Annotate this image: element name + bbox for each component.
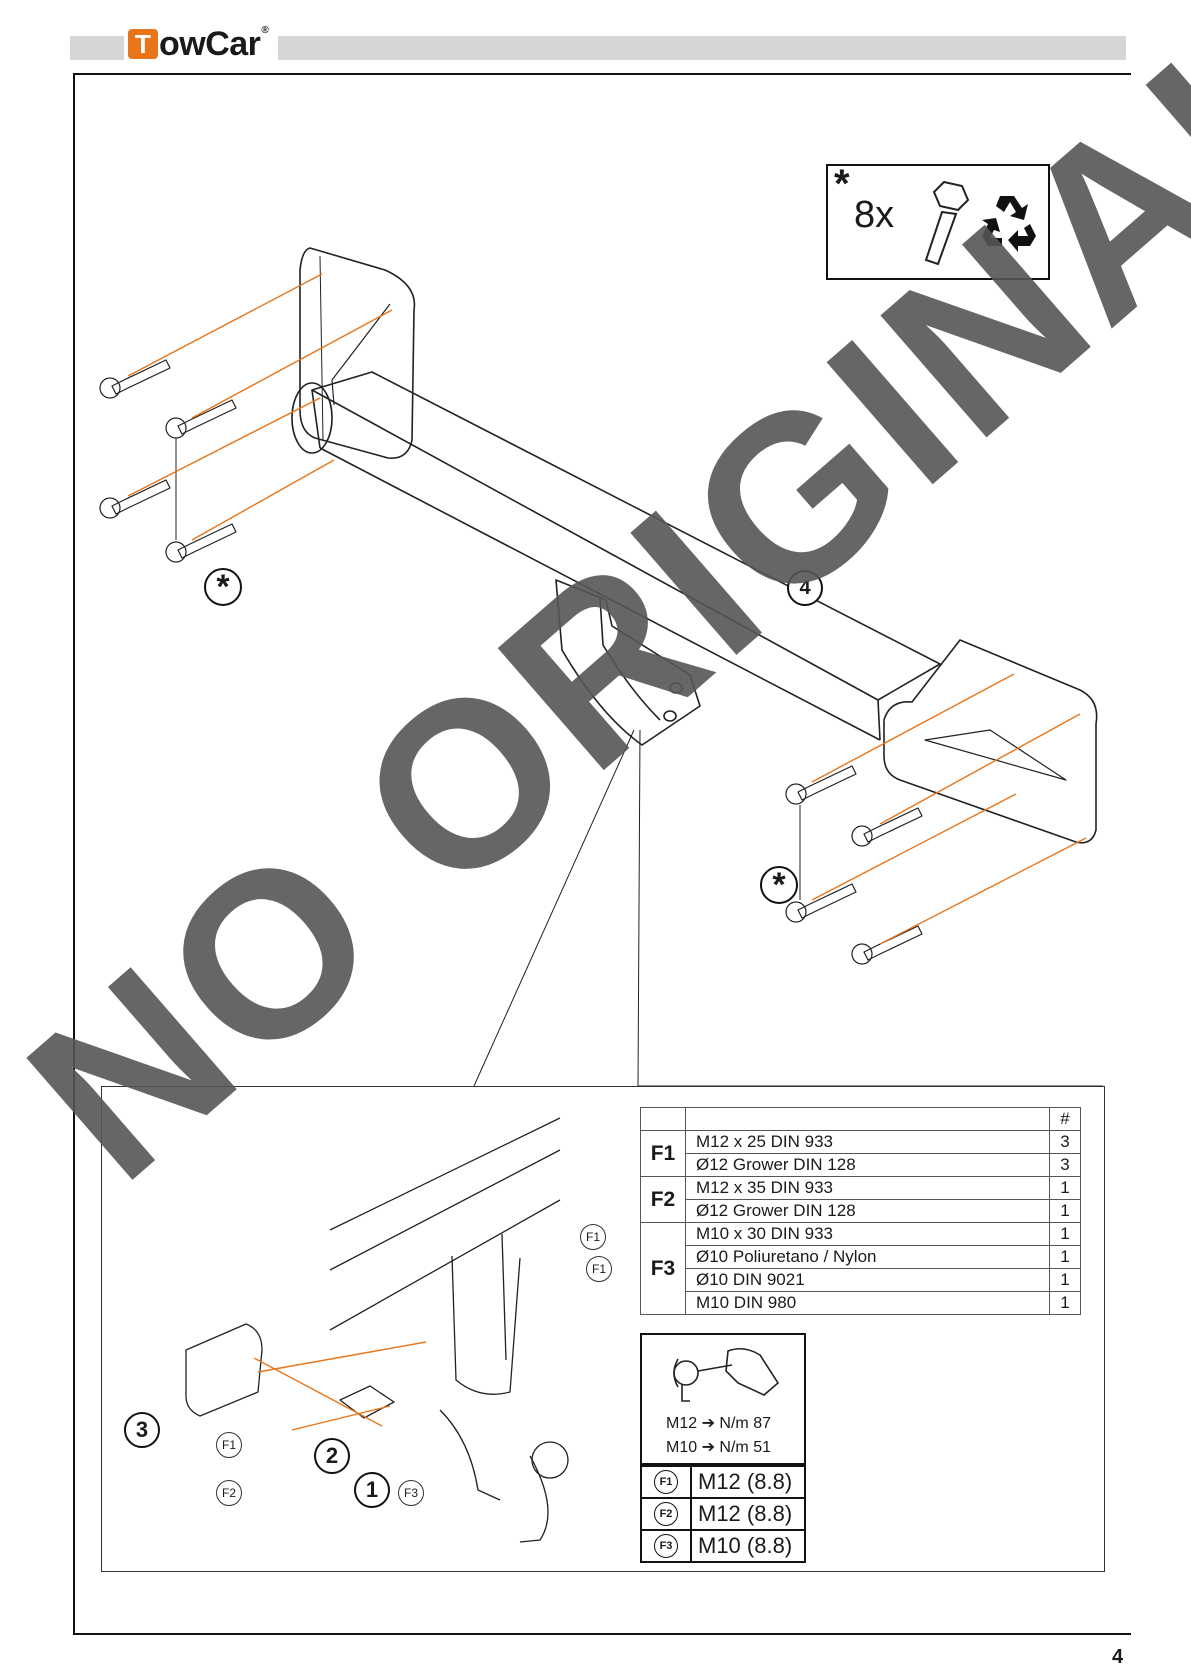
group-f1: F1: [640, 1130, 686, 1177]
bolt-icon: [924, 180, 970, 266]
brand-logo: T owCar®: [124, 22, 279, 66]
grade-row-f3: F3 M10 (8.8): [642, 1529, 804, 1561]
right-bolts: [785, 765, 923, 965]
part-4-callout: 4: [787, 570, 823, 606]
fastener-f3-label: F3: [398, 1480, 424, 1506]
table-row: Ø10 DIN 9021 1: [641, 1268, 1081, 1292]
grade-row-f1: F1 M12 (8.8): [642, 1465, 804, 1497]
logo-initial: T: [128, 29, 158, 59]
bolt-replacement-note: * 8x: [826, 162, 1050, 280]
detail-drawing: [185, 1117, 569, 1543]
group-f3: F3: [640, 1222, 686, 1315]
replace-bolt-marker-left: *: [204, 568, 242, 606]
table-row: F2 M12 x 35 DIN 933 1: [640, 1176, 1081, 1223]
part-qty: 1: [1049, 1222, 1081, 1246]
torque-m10: M10 ➔ N/m 51: [666, 1439, 771, 1456]
part-desc: Ø10 Poliuretano / Nylon: [685, 1245, 1050, 1269]
fastener-f1-label-left: F1: [216, 1432, 242, 1458]
page-number: 4: [1112, 1646, 1124, 1668]
part-qty: 1: [1049, 1245, 1081, 1269]
page-frame: [73, 73, 1131, 1635]
part-qty: 3: [1049, 1130, 1081, 1154]
table-row: F1 M12 x 25 DIN 933 3: [640, 1130, 1081, 1177]
table-header-row: #: [640, 1107, 1081, 1131]
part-qty: 3: [1049, 1153, 1081, 1177]
qty-header: #: [1049, 1107, 1081, 1131]
torque-specs: M12 ➔ N/m 87 M10 ➔ N/m 51 F1 M12 (8.8) F…: [640, 1333, 806, 1563]
fastener-f2-label: F2: [216, 1480, 242, 1506]
grade-value: M10 (8.8): [698, 1533, 793, 1558]
part-1-callout: 1: [354, 1472, 390, 1508]
parts-table: # F1 M12 x 25 DIN 933 3 Ø12 Grower DIN 1…: [640, 1107, 1081, 1315]
table-row: Ø12 Grower DIN 128 3: [641, 1153, 1081, 1177]
central-bracket: [555, 579, 701, 746]
part-desc: M12 x 25 DIN 933: [685, 1130, 1050, 1154]
part-qty: 1: [1049, 1268, 1081, 1292]
grade-value: M12 (8.8): [698, 1469, 793, 1494]
fastener-f1-label-mid: F1: [586, 1256, 612, 1282]
torque-wrench-icon: [673, 1347, 780, 1402]
table-row: F3 M10 x 30 DIN 933 1: [640, 1222, 1081, 1315]
replace-bolt-marker-right: *: [760, 866, 798, 904]
logo-text: owCar®: [159, 24, 269, 63]
part-desc: Ø10 DIN 9021: [685, 1268, 1050, 1292]
f1-badge: F1: [654, 1470, 678, 1494]
table-row: Ø10 Poliuretano / Nylon 1: [641, 1245, 1081, 1269]
part-desc: M10 x 30 DIN 933: [685, 1222, 1050, 1246]
torque-header: M12 ➔ N/m 87 M10 ➔ N/m 51: [642, 1335, 804, 1465]
left-mounting-plate: [299, 247, 416, 459]
part-2-callout: 2: [314, 1438, 350, 1474]
grade-value: M12 (8.8): [698, 1501, 793, 1526]
asterisk-mark: *: [834, 162, 850, 206]
part-desc: M12 x 35 DIN 933: [685, 1176, 1050, 1200]
right-mounting-plate: [883, 639, 1098, 844]
detail-frame: [101, 1086, 1105, 1572]
bolt-count: 8x: [854, 194, 895, 236]
torque-m12: M12 ➔ N/m 87: [666, 1415, 771, 1432]
group-f2: F2: [640, 1176, 686, 1223]
part-qty: 1: [1049, 1291, 1081, 1315]
left-bolts: [99, 359, 237, 563]
part-desc: M10 DIN 980: [685, 1291, 1050, 1315]
part-desc: Ø12 Grower DIN 128: [685, 1153, 1050, 1177]
crossbar-tube: [311, 371, 941, 701]
table-row: M10 DIN 980 1: [641, 1291, 1081, 1315]
grade-row-f2: F2 M12 (8.8): [642, 1497, 804, 1529]
f3-badge: F3: [654, 1534, 678, 1558]
part-desc: Ø12 Grower DIN 128: [685, 1199, 1050, 1223]
part-qty: 1: [1049, 1176, 1081, 1200]
table-row: Ø12 Grower DIN 128 1: [641, 1199, 1081, 1223]
part-qty: 1: [1049, 1199, 1081, 1223]
f2-badge: F2: [654, 1502, 678, 1526]
recycle-icon: [982, 196, 1036, 252]
fastener-f1-label-top: F1: [580, 1224, 606, 1250]
part-3-callout: 3: [124, 1412, 160, 1448]
